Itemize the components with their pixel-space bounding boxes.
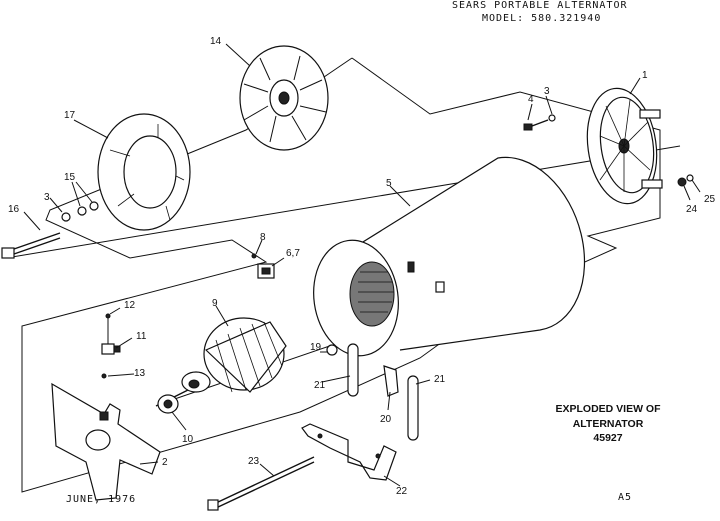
brush-holder-part	[251, 253, 275, 279]
callout-15: 15	[64, 172, 76, 183]
caption-line-2: ALTERNATOR	[572, 418, 644, 430]
caption-line-1: EXPLODED VIEW OF	[555, 403, 661, 415]
callout-3-left: 3	[44, 192, 50, 203]
fan-guard-part	[97, 113, 191, 231]
callout-2: 2	[162, 457, 168, 468]
fan-part	[239, 45, 329, 151]
end-bell-part	[586, 87, 663, 205]
lock-washer-part	[61, 212, 71, 222]
bracket-strap-left	[347, 343, 359, 397]
long-bolt-part	[207, 456, 315, 511]
callout-5: 5	[386, 178, 392, 189]
callout-1: 1	[642, 70, 648, 81]
base-bracket-part	[301, 423, 397, 481]
leader-lines	[23, 43, 701, 487]
callout-25: 25	[704, 194, 716, 205]
callout-4: 4	[528, 94, 534, 105]
lock-nut-part	[686, 174, 694, 182]
rectifier-part	[101, 313, 121, 379]
callout-10: 10	[182, 434, 194, 445]
callout-21-left: 21	[314, 380, 326, 391]
footer-date: JUNE, 1976	[66, 494, 137, 505]
clamp-part	[383, 365, 399, 397]
callout-24: 24	[686, 204, 698, 215]
model-number: MODEL: 580.321940	[482, 13, 602, 24]
diagram-title: SEARS PORTABLE ALTERNATOR	[452, 0, 628, 11]
callout-20: 20	[380, 414, 392, 425]
footer-page-code: A5	[618, 492, 633, 503]
callout-16: 16	[8, 204, 20, 215]
callout-21-right: 21	[434, 374, 446, 385]
stator-housing-part	[313, 156, 586, 357]
callout-19: 19	[310, 342, 322, 353]
nut-part	[677, 177, 687, 187]
callout-3-top: 3	[544, 86, 550, 97]
rotor-part	[155, 317, 287, 407]
callout-12: 12	[124, 300, 136, 311]
callout-14: 14	[210, 36, 222, 47]
caption-line-3: 45927	[593, 432, 623, 444]
end-bell-bolt-part	[523, 114, 556, 131]
hex-nut-part	[326, 344, 338, 356]
callout-9: 9	[212, 298, 218, 309]
callout-17: 17	[64, 110, 76, 121]
callout-22: 22	[396, 486, 408, 497]
callout-11: 11	[136, 331, 147, 342]
callout-8: 8	[260, 232, 266, 243]
mounting-plate-part	[51, 382, 161, 501]
bracket-strap-right	[407, 375, 419, 441]
through-bolt-part	[1, 232, 61, 259]
flat-washer-part-b	[89, 201, 99, 211]
bearing-bore	[163, 399, 173, 409]
callout-6-7: 6,7	[286, 248, 300, 259]
callout-13: 13	[134, 368, 146, 379]
callout-23: 23	[248, 456, 260, 467]
flat-washer-part-a	[77, 206, 87, 216]
upper-axis-line	[5, 145, 681, 259]
assembly-outline	[21, 57, 661, 493]
